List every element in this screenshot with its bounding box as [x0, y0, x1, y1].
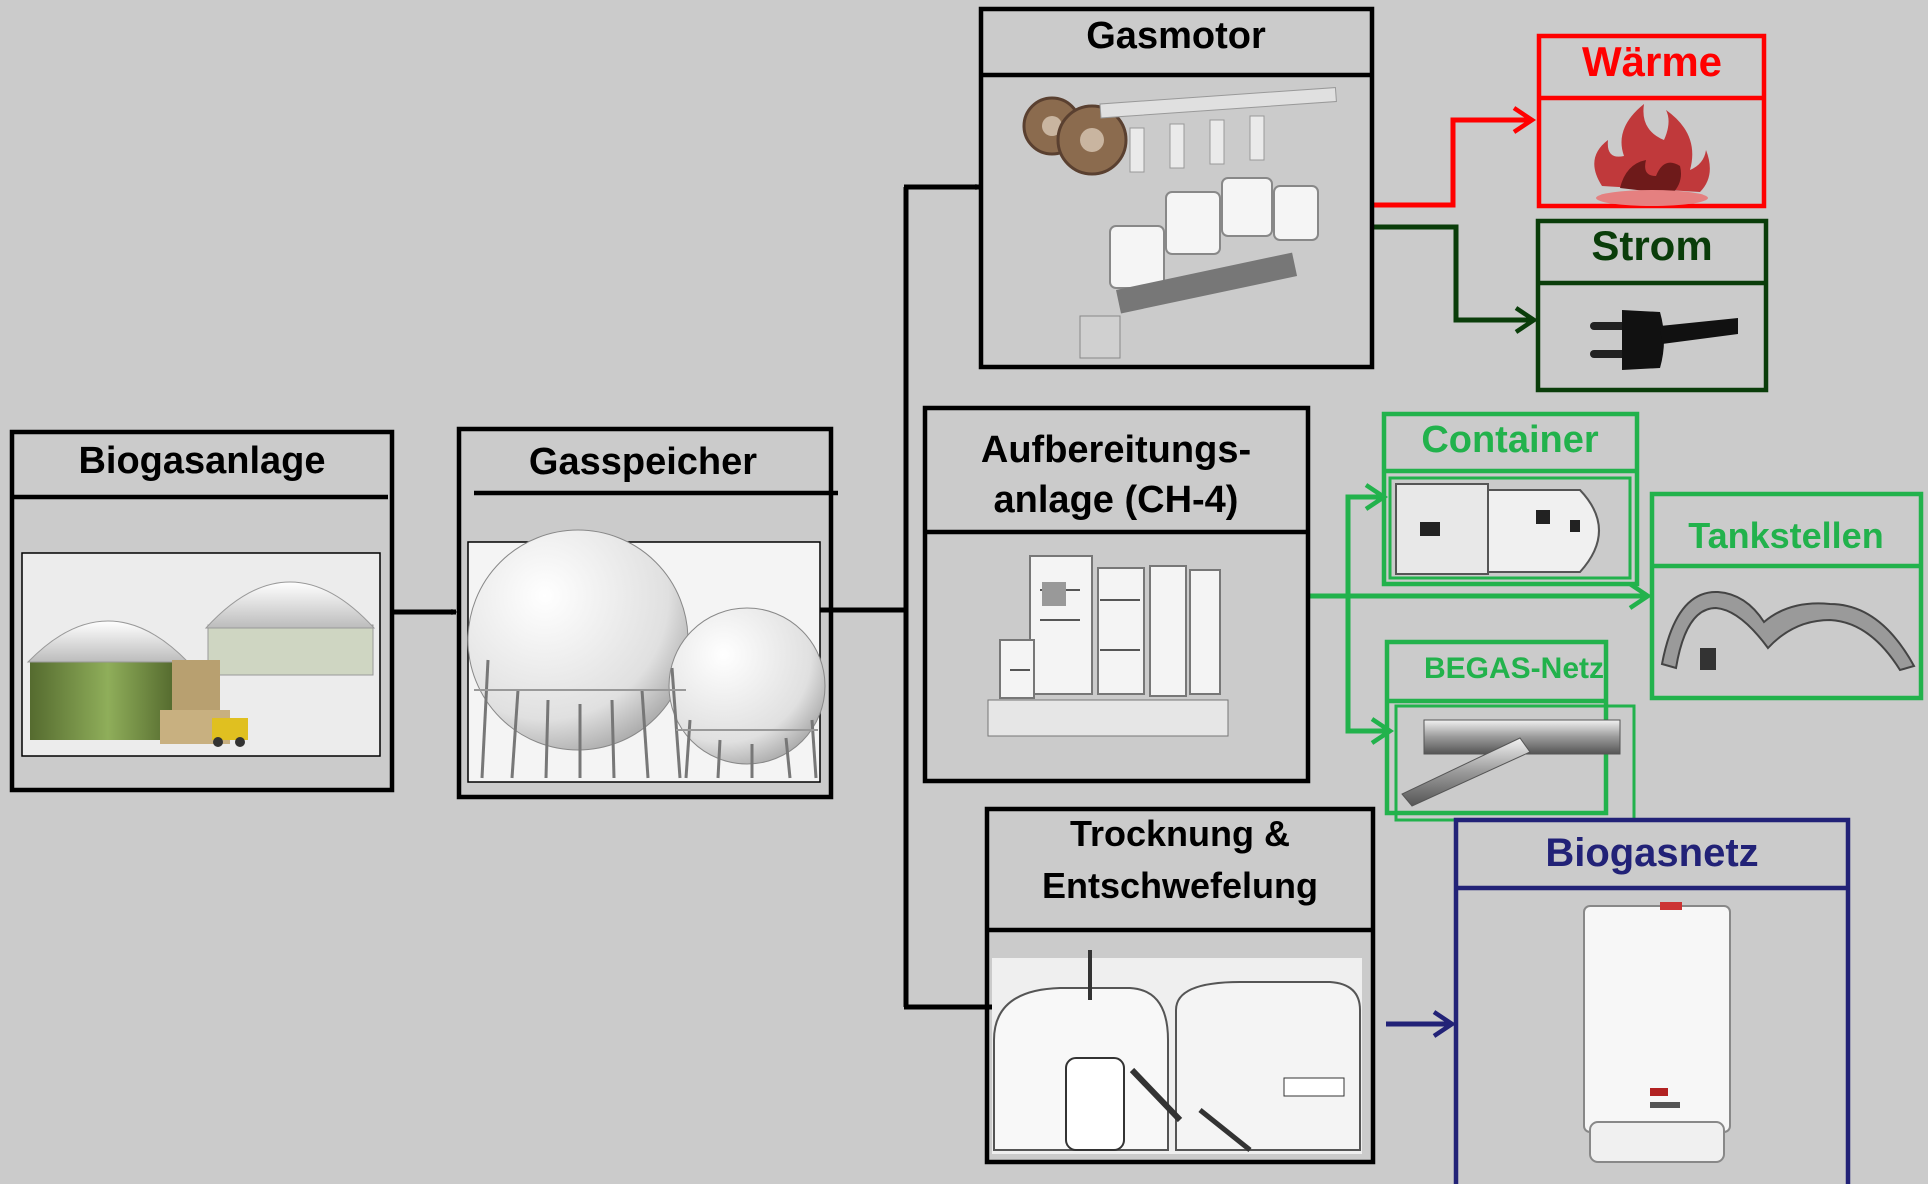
node-biogasanlage: Biogasanlage [9, 429, 395, 793]
node-container: Container [1381, 411, 1640, 587]
tankstellen-title: Tankstellen [1688, 515, 1883, 556]
node-tankstellen: Tankstellen [1649, 491, 1924, 701]
drying-tanks-image [992, 950, 1362, 1154]
pipe-icon [1394, 704, 1636, 822]
node-gasmotor: Gasmotor [978, 6, 1375, 370]
arrow-to-begas [1345, 596, 1386, 734]
node-trocknung: Trocknung & Entschwefelung [984, 806, 1376, 1165]
arrow-to-container [1345, 494, 1380, 596]
flame-icon [1594, 104, 1710, 206]
node-biogasnetz: Biogasnetz [1453, 817, 1851, 1184]
node-begas: BEGAS-Netz [1384, 639, 1636, 822]
node-aufbereitung: Aufbereitungs- anlage (CH-4) [922, 405, 1311, 784]
filling-station-image [1660, 590, 1916, 672]
aufbereitung-title-line2: anlage (CH-4) [994, 479, 1239, 521]
arrow-gasmotor-to-strom [1372, 224, 1532, 323]
biogasnetz-title: Biogasnetz [1545, 831, 1758, 875]
arrow-gasmotor-to-waerme [1372, 117, 1530, 208]
gasmotor-title: Gasmotor [1086, 15, 1266, 57]
gas-storage-spheres-image [467, 529, 826, 783]
gas-container-image [1388, 476, 1632, 580]
strom-title: Strom [1591, 222, 1712, 269]
aufbereitung-title-line1: Aufbereitungs- [981, 429, 1251, 471]
biogas-plant-image [21, 552, 381, 757]
node-gasspeicher: Gasspeicher [456, 426, 838, 800]
gasspeicher-title: Gasspeicher [529, 441, 757, 483]
begas-title: BEGAS-Netz [1424, 652, 1604, 685]
container-title: Container [1421, 419, 1599, 461]
trocknung-title-line1: Trocknung & [1070, 813, 1290, 854]
node-waerme: Wärme [1536, 33, 1767, 209]
gas-boiler-image [1583, 902, 1731, 1163]
node-strom: Strom [1535, 218, 1769, 393]
biogasanlage-title: Biogasanlage [78, 440, 325, 482]
power-plug-icon [1590, 310, 1738, 370]
upgrading-plant-image [987, 555, 1229, 737]
engine-image [1022, 87, 1337, 359]
trocknung-title-line2: Entschwefelung [1042, 865, 1318, 906]
waerme-title: Wärme [1582, 38, 1722, 85]
